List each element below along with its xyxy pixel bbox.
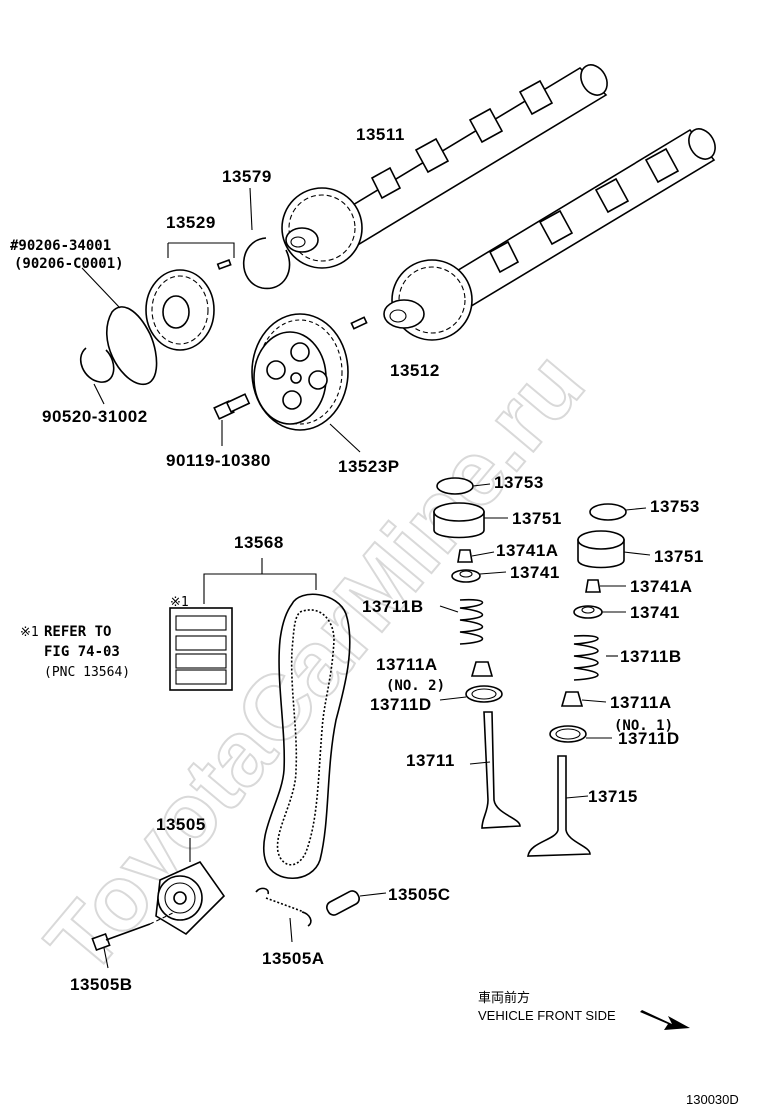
label-13741-right: 13741 xyxy=(630,603,680,622)
label-13751-left: 13751 xyxy=(512,509,562,528)
camshaft-13512 xyxy=(350,128,716,341)
camshaft-13511 xyxy=(281,64,608,269)
part-labels: 13511 13579 13529 #90206-34001 (90206-C0… xyxy=(10,125,704,994)
ring-90520 xyxy=(80,347,115,383)
label-13753-right: 13753 xyxy=(650,497,700,516)
pin-13505c xyxy=(326,890,387,916)
label-no1: (NO. 1) xyxy=(614,718,673,734)
label-13579: 13579 xyxy=(222,167,272,186)
label-13505c: 13505C xyxy=(388,885,451,904)
label-13741a-right: 13741A xyxy=(630,577,693,596)
label-90520-31002: 90520-31002 xyxy=(42,407,148,426)
timing-pulley-13523p xyxy=(251,313,361,453)
label-90119-10380: 90119-10380 xyxy=(166,451,271,470)
label-13711d-right: 13711D xyxy=(618,729,680,748)
label-13711: 13711 xyxy=(406,751,455,770)
vehicle-front-en: VEHICLE FRONT SIDE xyxy=(478,1008,616,1023)
refer-line-2: FIG 74-03 xyxy=(44,644,120,660)
label-13753-left: 13753 xyxy=(494,473,544,492)
figure-code: 130030D xyxy=(686,1092,739,1107)
bolt-90119 xyxy=(213,393,251,446)
refer-card-mark: ※1 xyxy=(170,595,189,610)
spring-13505a xyxy=(255,887,312,943)
label-13505: 13505 xyxy=(156,815,206,834)
label-90206-c0001: (90206-C0001) xyxy=(14,256,124,272)
watermark: ToyotaCarMine.ru xyxy=(27,333,603,992)
label-13512: 13512 xyxy=(390,361,440,380)
refer-line-3: (PNC 13564) xyxy=(44,665,130,680)
label-13505a: 13505A xyxy=(262,949,325,968)
label-13711b-right: 13711B xyxy=(620,647,682,666)
valvetrain-right xyxy=(527,503,651,857)
refer-line-1: REFER TO xyxy=(44,624,111,640)
gear-13529 xyxy=(145,242,235,351)
vehicle-front-arrow-icon xyxy=(640,1010,690,1030)
label-13711a-left: 13711A xyxy=(376,655,438,674)
label-13741-left: 13741 xyxy=(510,563,560,582)
label-13741a-left: 13741A xyxy=(496,541,559,560)
refer-note: ※1 REFER TO FIG 74-03 (PNC 13564) xyxy=(20,624,130,680)
label-13711d-left: 13711D xyxy=(370,695,432,714)
label-13523p: 13523P xyxy=(338,457,400,476)
label-no2: (NO. 2) xyxy=(386,678,445,694)
snap-ring-13579 xyxy=(242,237,291,290)
vehicle-front-jp: 車両前方 xyxy=(478,990,530,1006)
label-90206-34001: #90206-34001 xyxy=(10,238,111,254)
label-13568: 13568 xyxy=(234,533,284,552)
label-13715: 13715 xyxy=(588,787,638,806)
ring-90206 xyxy=(106,306,158,385)
label-13751-right: 13751 xyxy=(654,547,704,566)
label-13711b-left: 13711B xyxy=(362,597,424,616)
timing-belt-13568 xyxy=(262,593,351,880)
valvetrain-left xyxy=(433,477,521,829)
label-13505b: 13505B xyxy=(70,975,133,994)
label-13511: 13511 xyxy=(356,125,405,144)
label-13529: 13529 xyxy=(166,213,216,232)
label-13711a-right: 13711A xyxy=(610,693,672,712)
refer-card xyxy=(169,607,233,691)
tensioner-13505 xyxy=(155,838,226,936)
bolt-13505b xyxy=(91,911,176,969)
refer-mark: ※1 xyxy=(20,625,39,640)
